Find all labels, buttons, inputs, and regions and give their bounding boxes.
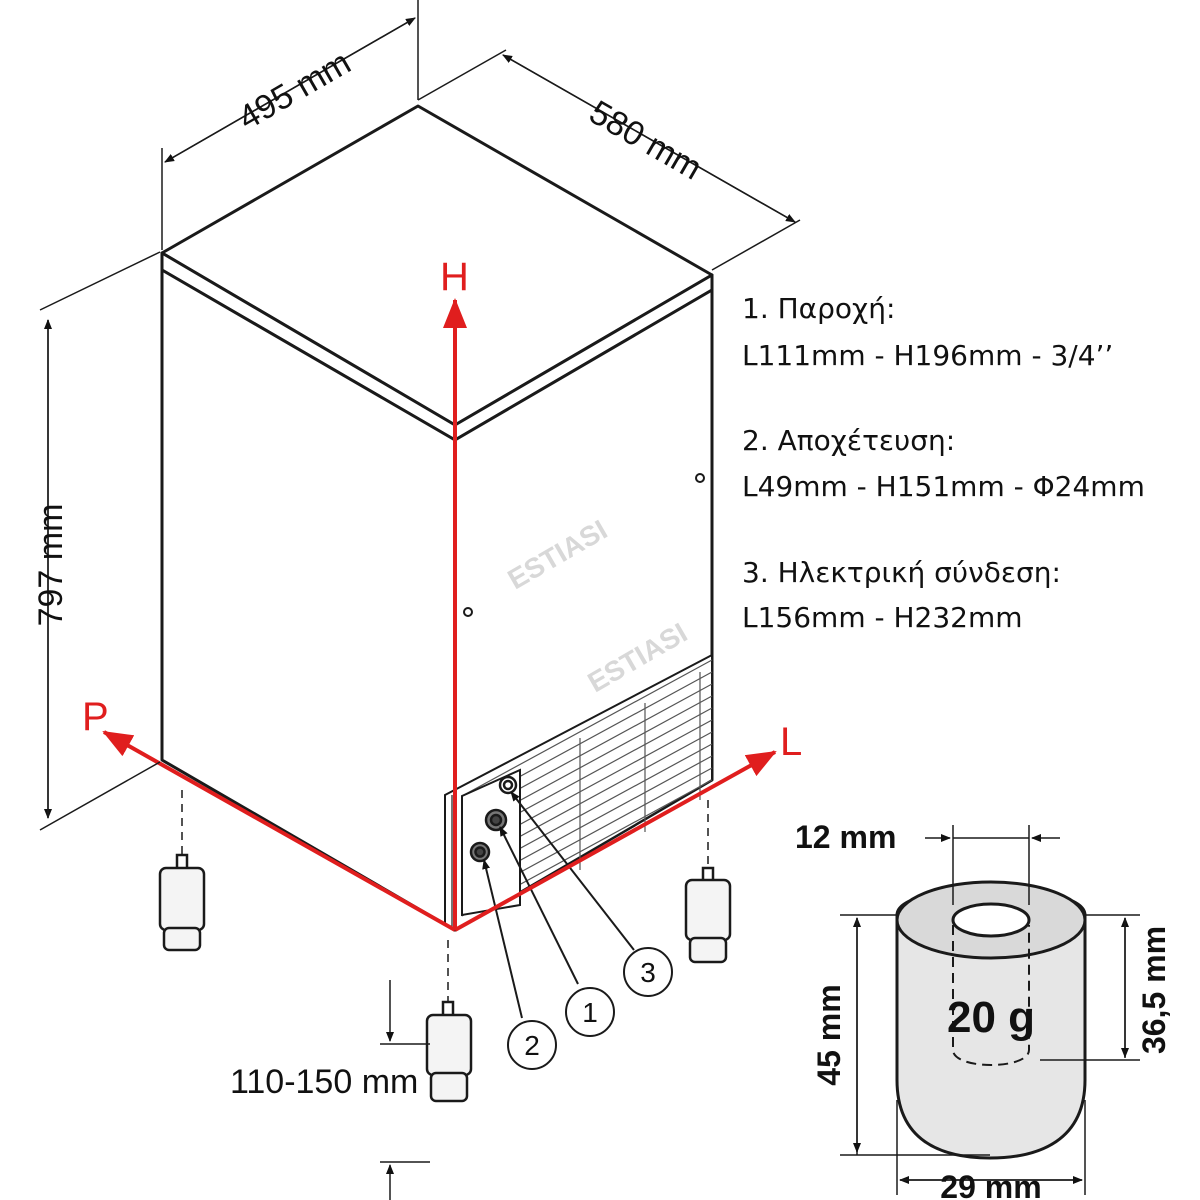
callout-2-circle (507, 1020, 557, 1070)
callout-2: 2 (524, 1030, 540, 1061)
ice-cube-hole (951, 902, 1031, 938)
axis-h-label: H (440, 255, 469, 299)
connection-fittings (469, 775, 518, 863)
callout-circles (507, 947, 673, 1070)
axes (102, 298, 777, 932)
spec-2-title: 2. Αποχέτευση: (742, 424, 955, 457)
door-hole-right (695, 473, 705, 483)
ice-cube-weight: 20 g (947, 993, 1035, 1042)
axis-l-label: L (780, 720, 802, 764)
foot-guides (181, 790, 709, 1002)
dimension-depth: 580 mm (583, 93, 708, 187)
callout-1: 1 (582, 997, 598, 1028)
dimension-width: 495 mm (232, 43, 357, 137)
dimension-feet: 110-150 mm (230, 1063, 418, 1101)
door-hole-left (463, 607, 473, 617)
ice-dimension-hole: 12 mm (795, 819, 896, 855)
dimension-lines (39, 0, 801, 1200)
foot-right (684, 866, 732, 964)
spec-1-value: L111mm - H196mm - 3/4’’ (742, 339, 1113, 372)
vent-grille (444, 653, 713, 932)
spec-3-value: L156mm - H232mm (742, 601, 1023, 634)
ice-dimension-width: 29 mm (940, 1169, 1041, 1200)
foot-left (158, 853, 206, 952)
spec-3-title: 3. Ηλεκτρική σύνδεση: (742, 556, 1061, 589)
callout-leaders (482, 791, 635, 1019)
callout-3-circle (623, 947, 673, 997)
spec-2-value: L49mm - H151mm - Φ24mm (742, 470, 1145, 503)
ice-cube-detail: 12 mm 45 mm 36,5 mm 29 mm 20 g (795, 819, 1172, 1200)
callout-1-circle (565, 987, 615, 1037)
callout-3: 3 (640, 957, 656, 988)
axis-p-arrow (102, 730, 456, 932)
axis-l-arrow (454, 750, 777, 932)
ice-dimension-inner-height: 36,5 mm (1136, 926, 1172, 1054)
foot-center (425, 1000, 473, 1103)
spec-1-title: 1. Παροχή: (742, 292, 895, 325)
dimension-height: 797 mm (32, 504, 70, 627)
specs-list: 1. Παροχή: L111mm - H196mm - 3/4’’ 2. Απ… (742, 292, 1145, 634)
ice-dimension-height: 45 mm (811, 984, 847, 1085)
axis-p-label: P (82, 695, 109, 739)
